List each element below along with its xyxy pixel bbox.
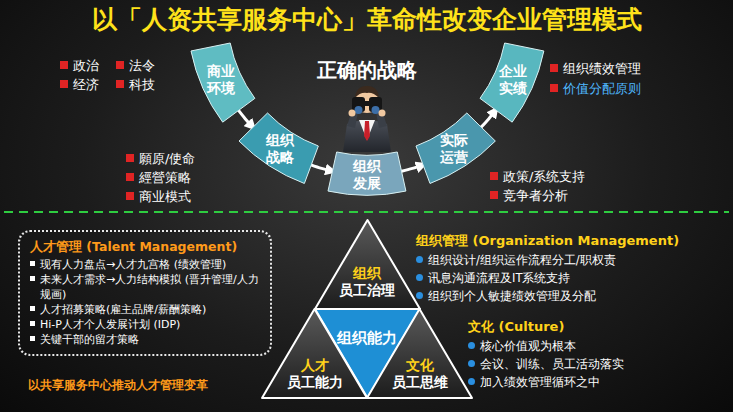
bullet-mark [126, 173, 134, 181]
panel-bullet: 现有人力盘点→人才九宫格 (绩效管理) [30, 257, 260, 272]
triangle-label: 员工思维 [392, 374, 448, 391]
bullet-mark [30, 321, 35, 326]
bullet-item: 法令 [116, 57, 155, 74]
bullet-item: 政治 [60, 57, 99, 74]
cycle-segment: 组织发展 [328, 152, 406, 195]
triangle-label: 员工能力 [287, 374, 343, 391]
panel-bullet: 人才招募策略(雇主品牌/薪酬策略) [30, 302, 260, 317]
center-caption: 正确的战略 [317, 58, 417, 82]
segment-label: 企业实绩 [499, 63, 527, 97]
cycle-arrow [238, 110, 252, 127]
triangle-label: 组织 [339, 265, 395, 282]
bullet-item: 加入绩效管理循环之中 [468, 374, 600, 390]
bullet-mark [416, 292, 423, 299]
bullet-mark [468, 360, 475, 367]
panel-bullet: 未来人才需求→人力结构模拟 (晋升管理/人力规画) [30, 272, 260, 302]
bullet-mark [30, 306, 35, 311]
panel-heading: 人才管理 (Talent Management) [30, 238, 260, 255]
bullet-mark [60, 80, 68, 88]
bullet-item: 核心价值观为根本 [468, 338, 576, 354]
triangle-label: 组织能力 [337, 330, 397, 347]
bullet-item: 组织绩效管理 [550, 60, 641, 77]
bullet-item: 經營策略 [126, 169, 191, 186]
cycle-segment: 组织战略 [239, 113, 318, 183]
cycle-arrow [402, 165, 423, 171]
panel-bullet: 关键干部的留才策略 [30, 332, 260, 347]
section-heading: 组织管理 (Organization Management) [416, 232, 679, 249]
bullet-mark [116, 80, 124, 88]
bullet-item: 组织到个人敏捷绩效管理及分配 [416, 288, 596, 304]
bullet-item: 会议、训练、员工活动落实 [468, 356, 624, 372]
segment-label: 实际运营 [440, 132, 468, 166]
bullet-mark [30, 336, 35, 341]
bullet-mark [60, 61, 68, 69]
bullet-item: 科技 [116, 76, 155, 93]
triangle-section: 文化员工思维 [367, 309, 472, 398]
bullet-mark [468, 378, 475, 385]
bullet-item: 商业模式 [126, 188, 191, 205]
footnote: 以共享服务中心推动人才管理变革 [28, 377, 208, 393]
cycle-segment: 商业环境 [191, 43, 255, 122]
cycle-arrow [311, 165, 332, 171]
bullet-item: 经济 [60, 76, 99, 93]
triangle-label: 员工治理 [339, 282, 395, 299]
segment-label: 组织战略 [266, 132, 294, 166]
cycle-segment: 实际运营 [416, 113, 495, 183]
bullet-item: 竞争者分析 [490, 187, 568, 204]
bullet-mark [490, 172, 498, 180]
divider-line [4, 211, 729, 213]
panel-bullet: Hi-P人才个人发展计划 (IDP) [30, 317, 260, 332]
bullet-mark [468, 342, 475, 349]
binocular-man [343, 86, 391, 152]
page-title: 以「人资共享服务中心」革命性改变企业管理模式 [0, 4, 733, 36]
bullet-mark [550, 64, 558, 72]
bullet-item: 组织设计/组织运作流程分工/职权责 [416, 252, 616, 268]
bullet-mark [490, 191, 498, 199]
segment-label: 商业环境 [207, 63, 235, 97]
bullet-mark [116, 61, 124, 69]
cycle-arrow [481, 110, 495, 127]
triangle-label: 人才 [287, 357, 343, 374]
bullet-mark [126, 154, 134, 162]
dotted-panel: 人才管理 (Talent Management) 现有人力盘点→人才九宫格 (绩效… [18, 230, 272, 356]
segment-shape [239, 113, 318, 183]
triangle-label: 文化 [392, 357, 448, 374]
bullet-item: 价值分配原则 [550, 80, 641, 97]
bullet-mark [30, 261, 35, 266]
bullet-item: 政策/系统支持 [490, 168, 585, 185]
bullet-mark [416, 274, 423, 281]
segment-label: 组织发展 [353, 158, 381, 192]
triangle-section: 人才员工能力 [262, 309, 367, 398]
triangle-section: 组织员工治理 [315, 220, 420, 309]
bullet-item: 願原/使命 [126, 150, 195, 167]
bullet-mark [126, 192, 134, 200]
segment-shape [416, 113, 495, 183]
bullet-mark [416, 256, 423, 263]
section-heading: 文化 (Culture) [468, 318, 564, 335]
bullet-item: 讯息沟通流程及IT系统支持 [416, 270, 570, 286]
cycle-segment: 企业实绩 [480, 43, 544, 122]
bullet-mark [550, 84, 558, 92]
bullet-mark [30, 276, 35, 281]
